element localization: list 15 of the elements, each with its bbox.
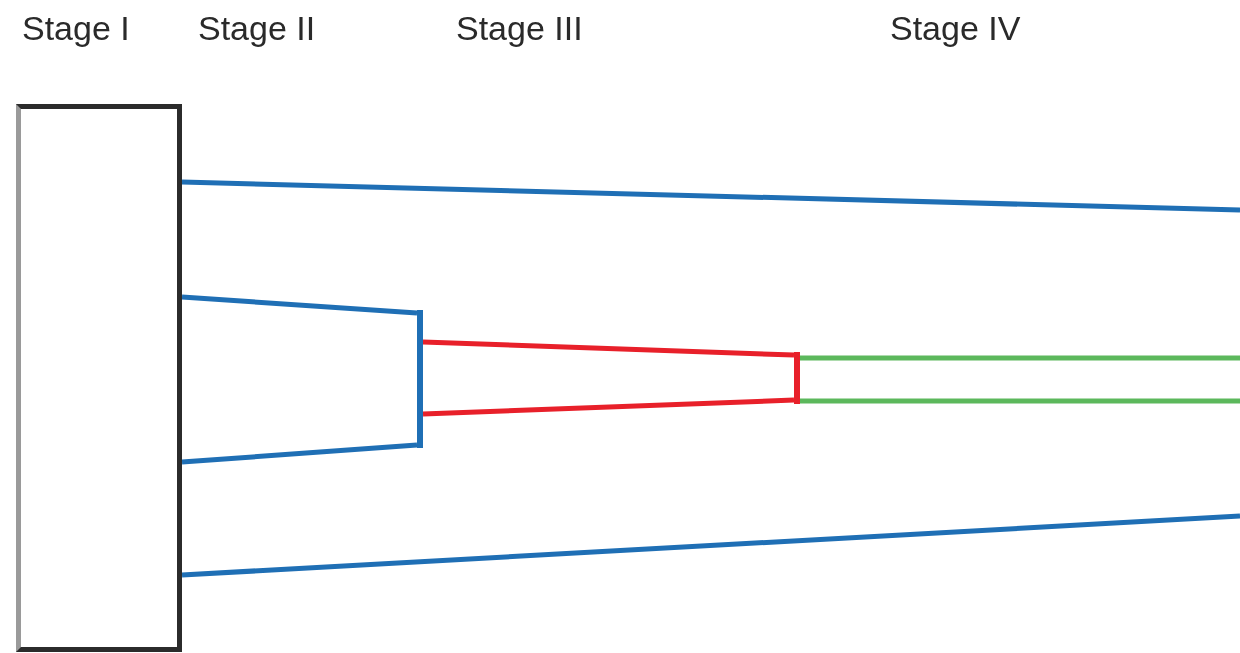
- connector-line: [181, 294, 418, 316]
- connector-line: [800, 355, 1240, 361]
- empty-box: [16, 104, 182, 652]
- bar: [417, 310, 423, 448]
- stage-label: Stage III: [456, 8, 583, 48]
- connector-line: [181, 442, 418, 465]
- bar: [794, 352, 800, 404]
- stage-label: Stage IV: [890, 8, 1021, 48]
- connector-line: [800, 398, 1240, 404]
- stage-label: Stage II: [198, 8, 316, 48]
- stage-label: Stage I: [22, 8, 130, 48]
- connector-line: [422, 397, 795, 417]
- connector-line: [181, 179, 1240, 213]
- connector-line: [181, 513, 1240, 578]
- connector-line: [422, 339, 795, 358]
